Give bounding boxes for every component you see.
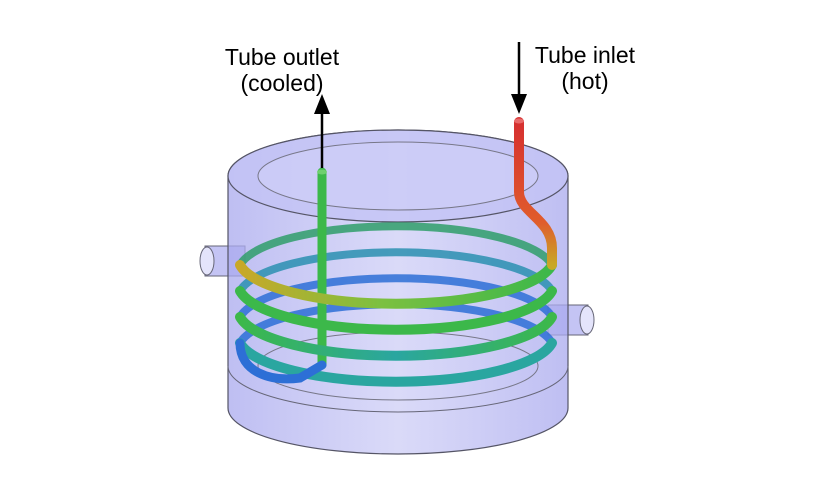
vessel-top-inner-rim (257, 141, 539, 211)
inlet-tube (514, 117, 557, 270)
coil-turn-1 (235, 260, 557, 309)
tube-outlet-label: Tube outlet (cooled) (212, 44, 352, 96)
coil-return (235, 338, 327, 384)
coil-turn-4 (235, 338, 557, 387)
tube-inlet-label-line2: (hot) (561, 68, 609, 94)
inlet-arrow (511, 42, 527, 114)
coil-tube (235, 117, 557, 387)
outlet-arrow (314, 94, 330, 168)
tube-inlet-label-line1: Tube inlet (534, 42, 636, 68)
tube-inlet-label: Tube inlet (hot) (520, 42, 650, 94)
coil-turn-3 (235, 312, 557, 361)
vessel (199, 129, 595, 455)
coil-turn-2 (235, 286, 557, 335)
tube-outlet-label-line2: (cooled) (240, 70, 324, 96)
vessel-floor-line (227, 365, 569, 413)
tube-outlet-label-line1: Tube outlet (224, 44, 340, 70)
